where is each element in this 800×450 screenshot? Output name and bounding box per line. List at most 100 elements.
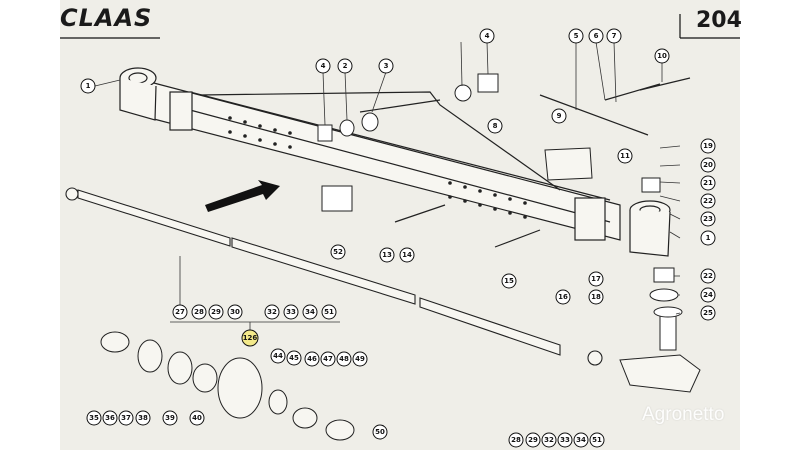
svg-text:32: 32 — [267, 308, 277, 316]
callout-47: 47 — [320, 351, 336, 367]
svg-text:6: 6 — [594, 32, 599, 40]
page-number: 204 — [696, 8, 742, 33]
svg-text:36: 36 — [105, 414, 115, 422]
svg-text:51: 51 — [324, 308, 334, 316]
svg-text:49: 49 — [355, 355, 365, 363]
right-margin — [740, 0, 800, 450]
svg-text:33: 33 — [286, 308, 296, 316]
svg-text:9: 9 — [557, 112, 562, 120]
svg-text:47: 47 — [323, 355, 333, 363]
svg-text:28: 28 — [194, 308, 204, 316]
callout-33: 33 — [557, 432, 573, 448]
bushings-left — [317, 112, 379, 142]
callout-24: 24 — [700, 287, 716, 303]
callout-11: 11 — [617, 148, 633, 164]
callout-13: 13 — [379, 247, 395, 263]
callout-52: 52 — [330, 244, 346, 260]
svg-text:23: 23 — [703, 215, 713, 223]
svg-text:16: 16 — [558, 293, 568, 301]
svg-text:32: 32 — [544, 436, 554, 444]
callout-39: 39 — [162, 410, 178, 426]
callout-49: 49 — [352, 351, 368, 367]
callout-22: 22 — [700, 268, 716, 284]
svg-text:45: 45 — [289, 354, 299, 362]
callout-29: 29 — [525, 432, 541, 448]
brand-logo: CLAAS — [60, 4, 153, 32]
callout-51: 51 — [321, 304, 337, 320]
callout-16: 16 — [555, 289, 571, 305]
callout-25: 25 — [700, 305, 716, 321]
callout-33-stack: 34 — [302, 304, 318, 320]
decal-52 — [321, 185, 353, 212]
svg-text:28: 28 — [511, 436, 521, 444]
svg-text:18: 18 — [591, 293, 601, 301]
svg-text:35: 35 — [89, 414, 99, 422]
callout-5: 5 — [568, 28, 584, 44]
callout-10: 10 — [654, 48, 670, 64]
callout-23: 23 — [700, 211, 716, 227]
svg-text:34: 34 — [576, 436, 586, 444]
svg-text:14: 14 — [402, 251, 412, 259]
callout-28: 28 — [191, 304, 207, 320]
callout-14: 14 — [399, 247, 415, 263]
svg-text:51: 51 — [592, 436, 602, 444]
svg-text:20: 20 — [703, 161, 713, 169]
callout-22: 22 — [700, 193, 716, 209]
callout-37: 37 — [118, 410, 134, 426]
svg-text:10: 10 — [657, 52, 667, 60]
callout-17: 17 — [588, 271, 604, 287]
callout-27: 27 — [172, 304, 188, 320]
bracket-9 — [544, 147, 593, 181]
callout-4: 4 — [315, 58, 331, 74]
svg-text:27: 27 — [175, 308, 185, 316]
wheel-bearings — [100, 331, 355, 441]
svg-text:4: 4 — [321, 62, 326, 70]
callout-28: 28 — [508, 432, 524, 448]
callout-7: 7 — [606, 28, 622, 44]
callout-126: 126 — [241, 329, 259, 347]
tie-rod — [65, 187, 603, 366]
svg-text:34: 34 — [305, 308, 315, 316]
svg-text:46: 46 — [307, 355, 317, 363]
callout-44: 44 — [270, 348, 286, 364]
callout-45: 45 — [286, 350, 302, 366]
callout-1: 1 — [80, 78, 96, 94]
svg-text:29: 29 — [211, 308, 221, 316]
pin-and-bolt — [539, 77, 691, 136]
svg-text:33: 33 — [560, 436, 570, 444]
callout-32: 32 — [541, 432, 557, 448]
svg-text:52: 52 — [333, 248, 343, 256]
steering-knuckle — [619, 354, 701, 393]
svg-text:30: 30 — [230, 308, 240, 316]
svg-text:11: 11 — [620, 152, 630, 160]
bolts-14-15 — [394, 204, 541, 248]
callout-32: 32 — [264, 304, 280, 320]
callout-29: 29 — [208, 304, 224, 320]
callout-15: 15 — [501, 273, 517, 289]
callout-46: 46 — [304, 351, 320, 367]
left-margin — [0, 0, 60, 450]
svg-text:25: 25 — [703, 309, 713, 317]
svg-text:15: 15 — [504, 277, 514, 285]
svg-text:22: 22 — [703, 197, 713, 205]
svg-text:22: 22 — [703, 272, 713, 280]
callout-9: 9 — [551, 108, 567, 124]
callout-38: 38 — [135, 410, 151, 426]
callout-18: 18 — [588, 289, 604, 305]
svg-text:7: 7 — [612, 32, 617, 40]
svg-text:50: 50 — [375, 428, 385, 436]
callout-8: 8 — [487, 118, 503, 134]
svg-text:38: 38 — [138, 414, 148, 422]
svg-text:40: 40 — [192, 414, 202, 422]
callout-1: 1 — [700, 230, 716, 246]
svg-text:39: 39 — [165, 414, 175, 422]
callout-35: 35 — [86, 410, 102, 426]
callout-40: 40 — [189, 410, 205, 426]
callout-33: 33 — [283, 304, 299, 320]
svg-text:37: 37 — [121, 414, 131, 422]
svg-text:44: 44 — [273, 352, 283, 360]
callout-2: 2 — [337, 58, 353, 74]
svg-text:48: 48 — [339, 355, 349, 363]
